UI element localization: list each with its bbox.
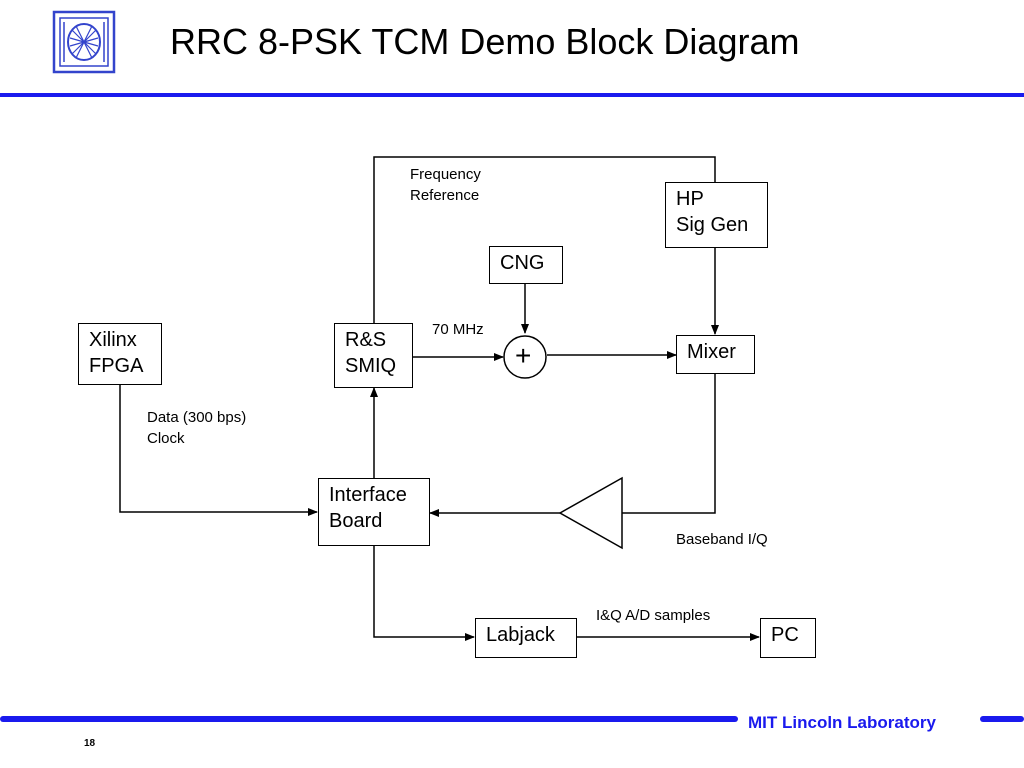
block-cng: CNG <box>489 246 563 284</box>
footer-divider-right <box>980 716 1024 722</box>
block-label-line: HP <box>676 188 704 210</box>
label-baseband-iq: Baseband I/Q <box>676 531 768 548</box>
footer-organization: MIT Lincoln Laboratory <box>748 713 936 732</box>
label-line: Clock <box>147 430 185 447</box>
block-label-line: CNG <box>500 252 545 274</box>
header-divider <box>0 93 1024 97</box>
label-70-mhz: 70 MHz <box>432 321 484 338</box>
block-labjack: Labjack <box>475 618 577 658</box>
block-label-line: Xilinx <box>89 329 137 351</box>
block-xilinx-fpga: Xilinx FPGA <box>78 323 162 385</box>
summer-plus-symbol: + <box>515 340 532 371</box>
mit-lincoln-laboratory-logo-icon <box>52 10 116 74</box>
label-line: Reference <box>410 187 480 204</box>
block-rs-smiq: R&S SMIQ <box>334 323 413 388</box>
amplifier-triangle-icon <box>558 476 623 550</box>
block-hp-sig-gen: HP Sig Gen <box>665 182 768 248</box>
block-label-line: PC <box>771 624 799 646</box>
page-number: 18 <box>84 738 96 749</box>
block-label-line: FPGA <box>89 355 144 377</box>
block-label-line: Labjack <box>486 624 555 646</box>
footer-divider-left <box>0 716 738 722</box>
block-label-line: R&S <box>345 329 387 351</box>
block-label-line: Mixer <box>687 341 736 363</box>
block-label-line: Sig Gen <box>676 214 749 236</box>
page-title: RRC 8-PSK TCM Demo Block Diagram <box>170 21 800 62</box>
block-interface-board: Interface Board <box>318 478 430 546</box>
block-pc: PC <box>760 618 816 658</box>
block-label-line: Board <box>329 510 383 532</box>
summing-junction <box>503 335 547 379</box>
label-iq-ad-samples: I&Q A/D samples <box>596 607 711 624</box>
interface-to-labjack-arrow <box>373 546 475 641</box>
mixer-to-amplifier-link <box>622 374 716 514</box>
label-frequency-reference: Frequency Reference <box>410 164 481 206</box>
block-mixer: Mixer <box>676 335 755 374</box>
block-label-line: Interface <box>329 484 407 506</box>
label-line: Frequency <box>410 166 481 183</box>
xilinx-to-interface-arrow <box>119 385 318 516</box>
frequency-reference-link <box>373 156 716 323</box>
label-line: Data (300 bps) <box>147 409 247 426</box>
label-data-clock: Data (300 bps) Clock <box>147 407 246 449</box>
block-label-line: SMIQ <box>345 355 397 377</box>
